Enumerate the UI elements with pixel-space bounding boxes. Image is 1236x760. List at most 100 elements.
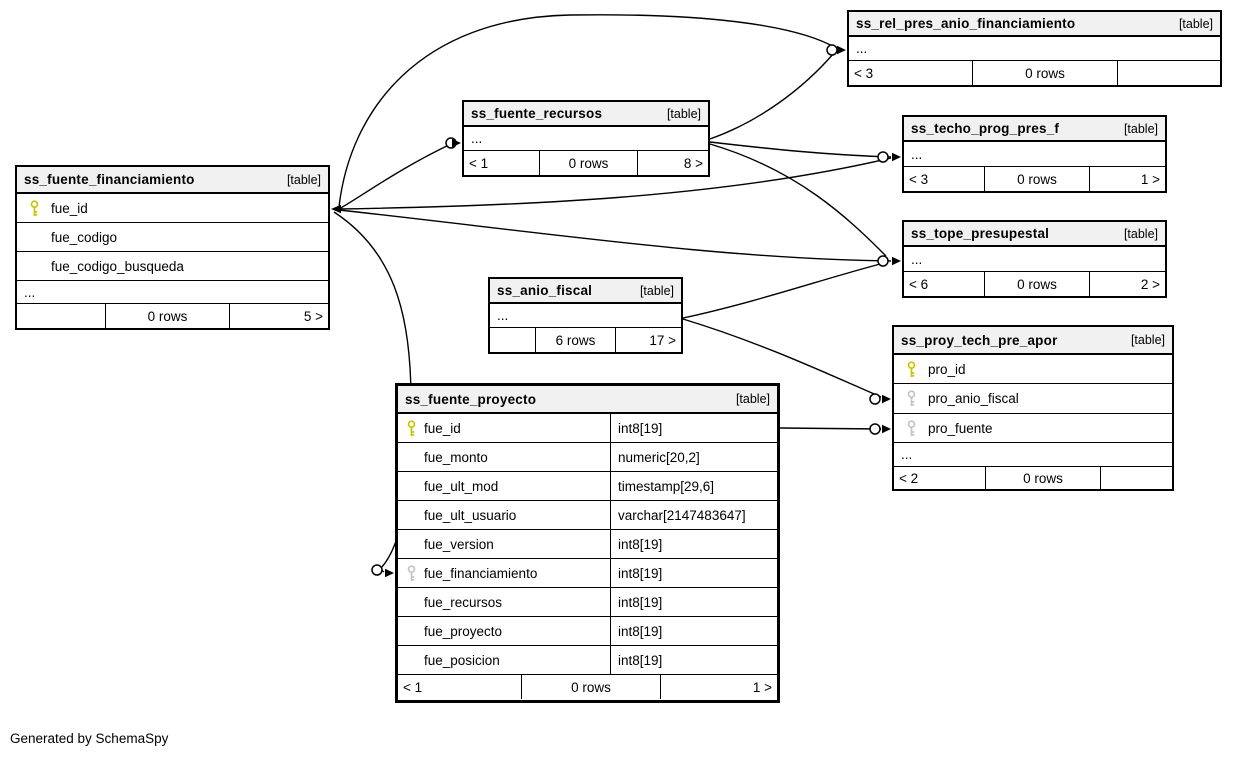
- ellipsis-label: ...: [24, 284, 36, 300]
- fk-circle: [877, 151, 889, 163]
- table-ss-fuente-proyecto: ss_fuente_proyecto [table] fue_id int8[1…: [395, 383, 780, 703]
- fk-circle: [869, 423, 881, 435]
- footer-parents: [17, 304, 105, 328]
- column-row: pro_id: [894, 355, 1172, 384]
- footer-parents: < 3: [854, 65, 874, 81]
- footer-parents: < 1: [403, 679, 423, 695]
- column-type: int8[19]: [610, 414, 777, 442]
- column-row: fue_monto numeric[20,2]: [398, 443, 777, 472]
- primary-key-icon: [398, 419, 424, 437]
- table-tag: [table]: [639, 283, 674, 298]
- table-tag: [table]: [286, 172, 321, 187]
- table-footer: < 1 0 rows 1 >: [398, 675, 777, 699]
- table-name-link[interactable]: ss_techo_prog_pres_f: [911, 121, 1060, 136]
- column-row: fue_codigo: [17, 223, 328, 252]
- table-footer: < 3 0 rows 1 >: [904, 167, 1165, 191]
- foreign-key-icon: [398, 564, 424, 582]
- more-columns-row: ...: [490, 304, 681, 328]
- table-footer: < 2 0 rows: [894, 467, 1172, 490]
- column-row: fue_financiamiento int8[19]: [398, 559, 777, 588]
- table-name-link[interactable]: ss_proy_tech_pre_apor: [901, 332, 1058, 348]
- column-name: fue_codigo: [51, 229, 118, 245]
- table-header: ss_proy_tech_pre_apor [table]: [894, 327, 1172, 355]
- column-row: fue_proyecto int8[19]: [398, 617, 777, 646]
- footer-children: 1 >: [660, 675, 777, 699]
- edge-financiamiento-techo: [338, 157, 892, 210]
- table-tag: [table]: [1123, 226, 1158, 241]
- column-row: fue_ult_mod timestamp[29,6]: [398, 472, 777, 501]
- column-row: fue_ult_usuario varchar[2147483647]: [398, 501, 777, 530]
- footer-children: 1 >: [1089, 167, 1165, 191]
- footer-rowcount: 0 rows: [984, 272, 1089, 296]
- footer-children: 17 >: [615, 328, 681, 352]
- table-ss-techo-prog-pres-f: ss_techo_prog_pres_f [table] ... < 3 0 r…: [902, 115, 1167, 193]
- arrowhead-icon: [892, 152, 901, 162]
- table-ss-proy-tech-pre-apor: ss_proy_tech_pre_apor [table] pro_id pro…: [892, 325, 1174, 491]
- table-name-link[interactable]: ss_fuente_recursos: [471, 106, 603, 121]
- column-type: varchar[2147483647]: [610, 501, 777, 529]
- table-header: ss_fuente_financiamiento [table]: [17, 167, 328, 194]
- table-name-link[interactable]: ss_rel_pres_anio_financiamiento: [856, 16, 1076, 31]
- table-header: ss_fuente_proyecto [table]: [398, 386, 777, 414]
- ellipsis-label: ...: [911, 146, 923, 162]
- ellipsis-label: ...: [856, 41, 868, 56]
- more-columns-row: ...: [849, 37, 1220, 61]
- edge-aniofiscal-tope: [682, 261, 889, 319]
- column-name: fue_version: [424, 536, 494, 552]
- table-tag: [table]: [1123, 121, 1158, 136]
- column-type: int8[19]: [610, 646, 777, 674]
- table-tag: [table]: [666, 106, 701, 121]
- footer-children: 8 >: [637, 151, 708, 175]
- footer-parents: < 6: [909, 276, 929, 292]
- table-ss-fuente-financiamiento: ss_fuente_financiamiento [table] fue_id …: [15, 165, 330, 330]
- column-name: fue_proyecto: [424, 623, 503, 639]
- more-columns-row: ...: [894, 443, 1172, 467]
- column-name: fue_id: [51, 200, 88, 216]
- column-row: fue_recursos int8[19]: [398, 588, 777, 617]
- edge-financiamiento-tope: [338, 209, 892, 262]
- fk-circle: [877, 255, 889, 267]
- table-header: ss_rel_pres_anio_financiamiento [table]: [849, 12, 1220, 37]
- arrowhead-icon: [892, 256, 901, 266]
- foreign-key-icon: [894, 390, 928, 407]
- ellipsis-label: ...: [911, 251, 923, 267]
- more-columns-row: ...: [904, 247, 1165, 272]
- arrowhead-icon: [837, 45, 846, 55]
- column-name: fue_ult_mod: [424, 478, 499, 494]
- foreign-key-icon: [894, 419, 928, 437]
- primary-key-icon: [17, 199, 51, 217]
- arrowhead-icon: [882, 394, 891, 404]
- edge-aniofiscal-proy: [682, 318, 882, 398]
- primary-key-icon: [894, 360, 928, 378]
- table-tag: [table]: [1178, 16, 1213, 31]
- edge-recursos-techo: [709, 141, 892, 158]
- footer-children: [1117, 61, 1220, 85]
- arrowhead-icon: [385, 568, 394, 578]
- column-name: fue_financiamiento: [424, 565, 538, 581]
- footer-rowcount: 0 rows: [105, 304, 229, 328]
- table-tag: [table]: [735, 392, 770, 406]
- footer-rowcount: 0 rows: [984, 167, 1089, 191]
- table-footer: 6 rows 17 >: [490, 328, 681, 352]
- table-name-link[interactable]: ss_fuente_proyecto: [405, 391, 537, 407]
- table-name-link[interactable]: ss_anio_fiscal: [497, 283, 593, 298]
- edge-financiamiento-recursos: [338, 142, 454, 210]
- column-name: pro_anio_fiscal: [928, 391, 1019, 406]
- edge-recursos-rel-pres: [709, 52, 835, 140]
- fk-circle: [371, 564, 383, 576]
- ellipsis-label: ...: [497, 308, 509, 323]
- ellipsis-label: ...: [471, 131, 483, 146]
- table-footer: < 6 0 rows 2 >: [904, 272, 1165, 296]
- table-header: ss_tope_presupestal [table]: [904, 222, 1165, 247]
- ellipsis-label: ...: [901, 447, 913, 462]
- column-name: fue_id: [424, 420, 461, 436]
- footer-parents: [490, 328, 535, 352]
- edge-financiamiento-rel-pres: [338, 14, 837, 208]
- more-columns-row: ...: [464, 127, 708, 151]
- table-header: ss_anio_fiscal [table]: [490, 279, 681, 304]
- fk-circle: [869, 393, 881, 405]
- arrowhead-icon: [882, 424, 891, 434]
- table-name-link[interactable]: ss_tope_presupestal: [911, 226, 1050, 241]
- table-name-link[interactable]: ss_fuente_financiamiento: [24, 172, 195, 187]
- arrowhead-icon: [452, 138, 461, 148]
